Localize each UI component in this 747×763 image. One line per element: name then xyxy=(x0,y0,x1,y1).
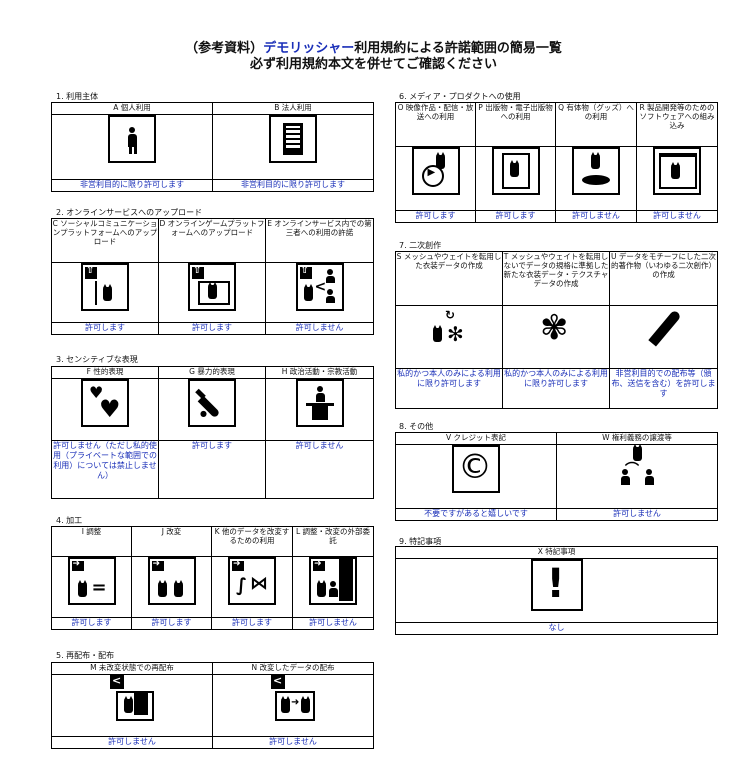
section-2-table: C ソーシャルコミュニケーションプラットフォームへのアップロード D オンライン… xyxy=(51,218,374,335)
section-7-title: 7. 二次創作 xyxy=(399,241,442,250)
cloth-icon: ✾ xyxy=(534,306,578,350)
section-9-title: 9. 特記事項 xyxy=(399,537,442,546)
section-6-title: 6. メディア・プロダクトへの使用 xyxy=(399,92,521,101)
hearts-icon: ♥ ♥ xyxy=(81,379,129,427)
result-text: 非営利目的に限り許可します xyxy=(212,179,374,192)
section-3-table: F 性的表現 G 暴力的表現 H 政治活動・宗教活動 ♥ ♥ ● 許可 xyxy=(51,366,374,499)
modify-icon: ➜ xyxy=(147,557,196,605)
building-icon xyxy=(269,115,317,163)
outsource-icon: ➜ xyxy=(309,557,357,605)
result-text: 許可しません xyxy=(636,210,718,223)
section-2-title: 2. オンラインサービスへのアップロード xyxy=(56,208,203,217)
section-4-table: I 調整 J 改変 K 他のデータを改変するための利用 L 調整・改変の外部委託… xyxy=(51,526,374,630)
col-header: W 権利義務の譲渡等 xyxy=(556,432,718,445)
result-text: 私的かつ本人のみによる利用に限り許可します xyxy=(395,368,503,409)
result-text: 許可します xyxy=(131,617,212,630)
col-header: F 性的表現 xyxy=(51,366,159,379)
result-text: 許可します xyxy=(158,322,266,335)
col-header: R 製品開発等のためのソフトウェアへの組み込み xyxy=(636,102,718,147)
col-header: P 出版物・電子出版物への利用 xyxy=(475,102,556,147)
upload-social-icon: ⇧ xyxy=(81,263,129,311)
col-header: X 特記事項 xyxy=(395,546,718,559)
col-header: D オンラインゲームプラットフォームへのアップロード xyxy=(158,218,266,263)
video-icon: ▶ xyxy=(411,147,460,195)
redistribute-icon: < xyxy=(110,674,154,721)
result-text: 許可します xyxy=(211,617,293,630)
brand-name: デモリッシャー xyxy=(263,41,355,56)
result-text: なし xyxy=(395,622,718,635)
result-text: 許可します xyxy=(475,210,556,223)
adjust-icon: ➜ = xyxy=(67,557,116,605)
col-header: N 改変したデータの配布 xyxy=(212,662,374,675)
book-icon xyxy=(491,147,540,195)
result-text: 許可しません xyxy=(51,736,213,749)
result-text: 非営利目的での配布等（頒布、送信を含む）を許可します xyxy=(609,368,718,409)
section-4-title: 4. 加工 xyxy=(56,516,83,525)
section-9-table: X 特記事項 ! なし xyxy=(395,546,718,635)
copyright-icon: © xyxy=(452,445,500,493)
section-5-title: 5. 再配布・配布 xyxy=(56,651,115,660)
result-text: 許可します xyxy=(51,617,132,630)
col-header: M 未改変状態での再配布 xyxy=(51,662,213,675)
result-text: 不要ですがあると嬉しいです xyxy=(395,508,557,521)
col-header: J 改変 xyxy=(131,526,212,557)
result-text: 許可します xyxy=(158,440,266,499)
page-subtitle: 必ず利用規約本文を併せてご確認ください xyxy=(249,57,497,72)
section-8-table: V クレジット表記 W 権利義務の譲渡等 © ⌒ 不要ですがあると嬉しいです 許… xyxy=(395,432,718,521)
col-header: B 法人利用 xyxy=(212,102,374,115)
upload-game-icon: ⇧ xyxy=(188,263,236,311)
result-text: 私的かつ本人のみによる利用に限り許可します xyxy=(502,368,610,409)
col-header: Q 有体物（グッズ）への利用 xyxy=(555,102,637,147)
exclamation-icon: ! xyxy=(530,559,583,611)
result-text: 許可しません xyxy=(265,322,374,335)
transfer-icon: ⌒ xyxy=(615,444,659,489)
section-3-title: 3. センシティブな表現 xyxy=(56,355,138,364)
page-title: （参考資料）デモリッシャー利用規約による許諾範囲の簡易一覧 xyxy=(185,41,562,56)
distribute-modified-icon: < ➜ xyxy=(271,674,315,721)
section-7-table: S メッシュやウェイトを転用した衣装データの作成 T メッシュやウェイトを転用し… xyxy=(395,251,718,409)
col-header: A 個人利用 xyxy=(51,102,213,115)
share-third-party-icon: ⇧ < xyxy=(295,263,344,311)
col-header: O 映像作品・配信・放送への利用 xyxy=(395,102,476,147)
col-header: L 調整・改変の外部委託 xyxy=(292,526,374,557)
col-header: C ソーシャルコミュニケーションプラットフォームへのアップロード xyxy=(51,218,159,263)
col-header: G 暴力的表現 xyxy=(158,366,266,379)
col-header: H 政治活動・宗教活動 xyxy=(265,366,374,379)
col-header: T メッシュやウェイトを転用しないでデータの規格に準拠した新たな衣装データ・テク… xyxy=(502,251,610,306)
col-header: S メッシュやウェイトを転用した衣装データの作成 xyxy=(395,251,503,306)
section-6-table: O 映像作品・配信・放送への利用 P 出版物・電子出版物への利用 Q 有体物（グ… xyxy=(395,102,718,223)
section-5-table: M 未改変状態での再配布 N 改変したデータの配布 < < ➜ 許可しま xyxy=(51,662,374,749)
pen-icon xyxy=(641,306,686,350)
section-1-table: A 個人利用 B 法人利用 非営利目的に限り許可します 非営利目的に限り許可しま… xyxy=(51,102,374,192)
result-text: 許可しません xyxy=(265,440,374,499)
figure-icon xyxy=(572,147,620,195)
col-header: K 他のデータを改変するための利用 xyxy=(211,526,293,557)
software-icon xyxy=(653,147,701,195)
result-text: 許可します xyxy=(395,210,476,223)
section-8-title: 8. その他 xyxy=(399,422,434,431)
result-text: 許可しません xyxy=(212,736,374,749)
modify-other-icon: ➜ ∫ ⋈ xyxy=(228,557,276,605)
result-text: 許可しません xyxy=(556,508,718,521)
col-header: V クレジット表記 xyxy=(395,432,557,445)
section-1-title: 1. 利用主体 xyxy=(56,92,99,101)
podium-icon xyxy=(295,379,344,427)
knife-icon: ● xyxy=(188,379,236,427)
col-header: U データをモチーフにした二次的著作物（いわゆる二次創作）の作成 xyxy=(609,251,718,306)
result-text: 許可しません xyxy=(292,617,374,630)
result-text: 許可します xyxy=(51,322,159,335)
result-text: 非営利目的に限り許可します xyxy=(51,179,213,192)
col-header: I 調整 xyxy=(51,526,132,557)
person-icon xyxy=(108,115,156,163)
col-header: E オンラインサービス内での第三者への利用の許諾 xyxy=(265,218,374,263)
result-text: 許可しません（ただし私的使用（プライベートな範囲での利用）については禁止しません… xyxy=(51,440,159,499)
costume-icon: ↻ ✻ xyxy=(427,306,471,350)
result-text: 許可しません xyxy=(555,210,637,223)
